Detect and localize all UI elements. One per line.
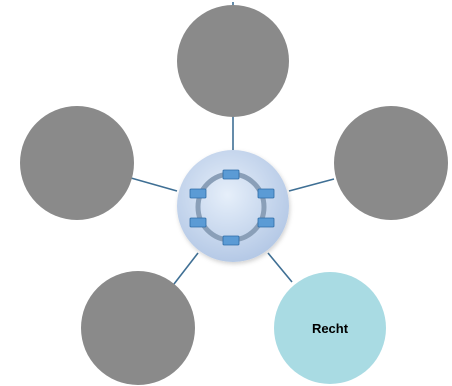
connector-left (130, 177, 178, 192)
node-right (334, 106, 448, 220)
connectors (130, 2, 335, 285)
satellite-nodes: Recht (20, 5, 448, 385)
node-top (177, 5, 289, 117)
connector-right (288, 178, 335, 192)
node-bottom-right: Recht (274, 272, 386, 384)
node-left (20, 106, 134, 220)
node-bottom-right-label: Recht (312, 321, 349, 336)
center-hub (177, 150, 289, 262)
network-cycle-icon (189, 169, 275, 246)
hub-circle (177, 150, 289, 262)
connector-bottom-left (173, 252, 199, 285)
node-bottom-left (81, 271, 195, 385)
connector-bottom-right (267, 252, 293, 283)
